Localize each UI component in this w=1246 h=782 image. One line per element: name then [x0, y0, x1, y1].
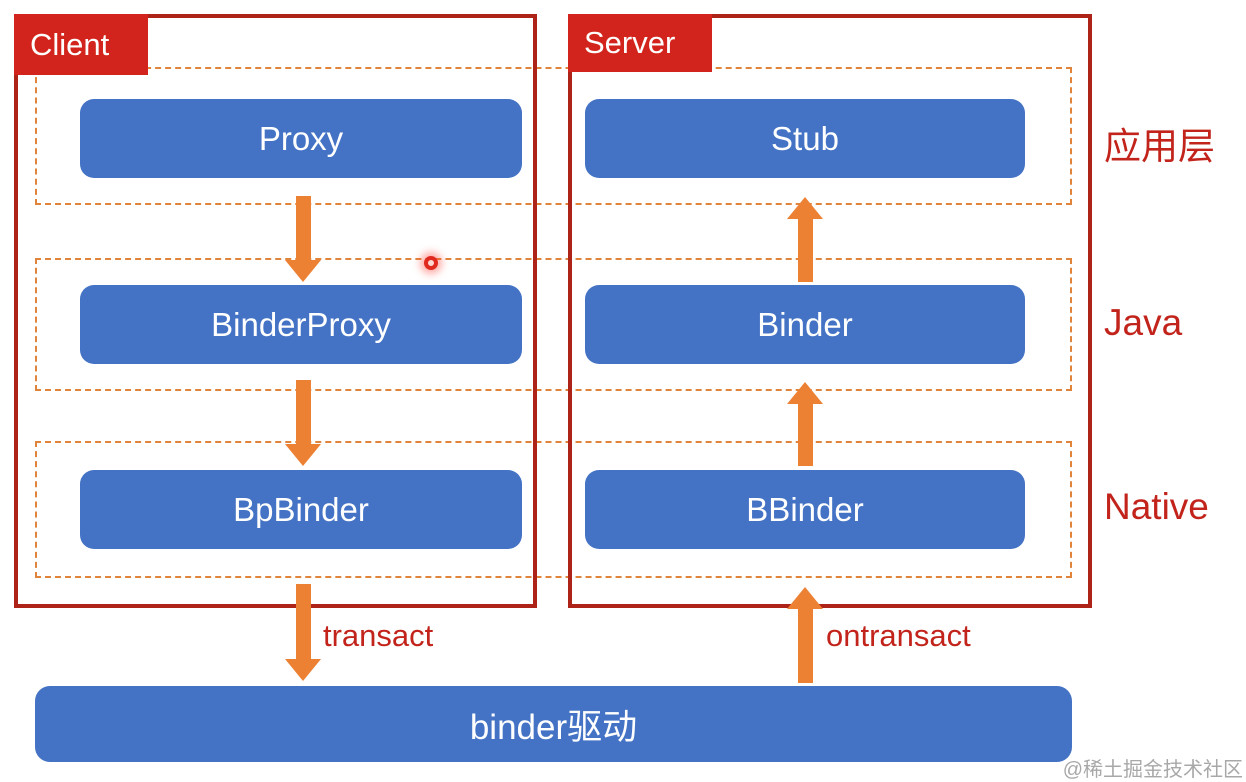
arrow-shaft — [295, 196, 311, 260]
layer-label-app: 应用层 — [1104, 126, 1215, 167]
layer-label-native: Native — [1104, 486, 1209, 527]
client-label: Client — [14, 14, 148, 75]
arrow-shaft — [295, 584, 311, 659]
down-arrow-icon — [285, 260, 321, 282]
node-proxy: Proxy — [80, 99, 522, 178]
arrow-shaft — [797, 609, 813, 683]
watermark: @稀土掘金技术社区 — [1062, 759, 1243, 781]
laser-pointer-dot — [424, 256, 438, 270]
ontransact-label: ontransact — [826, 618, 971, 653]
native-layer-band — [35, 441, 1072, 578]
arrow-shaft — [295, 380, 311, 444]
arrow-shaft — [797, 404, 813, 466]
arrow-transact-to-driver — [285, 584, 321, 681]
up-arrow-icon — [787, 382, 823, 404]
node-binderproxy: BinderProxy — [80, 285, 522, 364]
app-layer-band — [35, 67, 1072, 205]
arrow-proxy-to-binderproxy — [285, 196, 321, 282]
arrow-bbinder-to-binder — [787, 382, 823, 466]
node-stub: Stub — [585, 99, 1025, 178]
up-arrow-icon — [787, 587, 823, 609]
java-layer-band — [35, 258, 1072, 391]
node-bpbinder: BpBinder — [80, 470, 522, 549]
down-arrow-icon — [285, 444, 321, 466]
arrow-shaft — [797, 219, 813, 282]
node-binder: Binder — [585, 285, 1025, 364]
server-label: Server — [568, 14, 712, 72]
node-bbinder: BBinder — [585, 470, 1025, 549]
layer-label-java: Java — [1104, 302, 1183, 343]
up-arrow-icon — [787, 197, 823, 219]
client-process-box — [14, 14, 537, 608]
transact-label: transact — [323, 618, 434, 653]
server-process-box — [568, 14, 1092, 608]
binder-driver-bar: binder驱动 — [35, 686, 1072, 762]
down-arrow-icon — [285, 659, 321, 681]
arrow-binder-to-stub — [787, 197, 823, 282]
arrow-binderproxy-to-bpbinder — [285, 380, 321, 466]
arrow-driver-to-bbinder-ontransact — [787, 587, 823, 683]
